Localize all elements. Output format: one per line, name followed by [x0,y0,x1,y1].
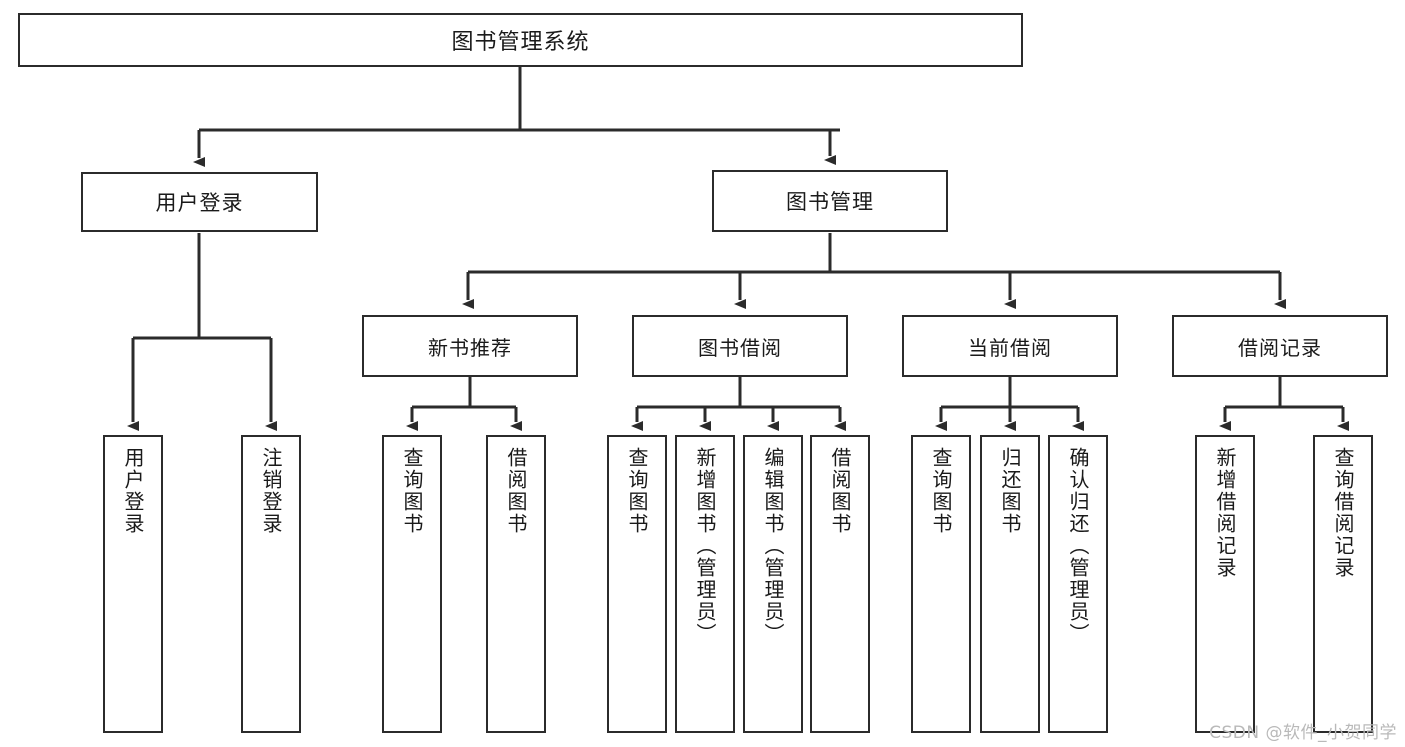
leaf-user-login-label: 用户登录 [121,447,145,535]
leaf-edit-book-admin[interactable]: 编辑图书（管理员） [743,435,803,733]
node-user-login[interactable]: 用户登录 [81,172,318,232]
leaf-logout-login[interactable]: 注销登录 [241,435,301,733]
leaf-query-book-recommend[interactable]: 查询图书 [382,435,442,733]
leaf-borrow-book-recommend-label: 借阅图书 [504,447,528,535]
leaf-logout-login-label: 注销登录 [259,447,283,535]
leaf-query-borrow-record[interactable]: 查询借阅记录 [1313,435,1373,733]
watermark-text: CSDN @软件_小贺同学 [1209,723,1397,743]
leaf-confirm-return-admin[interactable]: 确认归还（管理员） [1048,435,1108,733]
node-borrow-record[interactable]: 借阅记录 [1172,315,1388,377]
node-borrow-record-label: 借阅记录 [1238,335,1322,360]
leaf-return-book-label: 归还图书 [998,447,1022,535]
node-current-borrow-label: 当前借阅 [968,335,1052,360]
node-root-label: 图书管理系统 [451,30,590,55]
node-user-login-label: 用户登录 [155,191,244,215]
leaf-user-login[interactable]: 用户登录 [103,435,163,733]
node-root[interactable]: 图书管理系统 [18,13,1023,67]
node-new-book-recommend-label: 新书推荐 [428,335,512,360]
leaf-add-book-admin-label: 新增图书（管理员） [693,447,717,645]
leaf-borrow-book-label: 借阅图书 [828,447,852,535]
leaf-add-borrow-record[interactable]: 新增借阅记录 [1195,435,1255,733]
leaf-query-book-current[interactable]: 查询图书 [911,435,971,733]
leaf-return-book[interactable]: 归还图书 [980,435,1040,733]
leaf-query-book-borrow-label: 查询图书 [625,447,649,535]
leaf-borrow-book-recommend[interactable]: 借阅图书 [486,435,546,733]
leaf-query-book-borrow[interactable]: 查询图书 [607,435,667,733]
leaf-query-borrow-record-label: 查询借阅记录 [1331,447,1355,579]
leaf-edit-book-admin-label: 编辑图书（管理员） [761,447,785,645]
leaf-query-book-current-label: 查询图书 [929,447,953,535]
leaf-borrow-book[interactable]: 借阅图书 [810,435,870,733]
leaf-confirm-return-admin-label: 确认归还（管理员） [1066,447,1090,645]
node-book-management[interactable]: 图书管理 [712,170,948,232]
node-book-borrow[interactable]: 图书借阅 [632,315,848,377]
node-book-borrow-label: 图书借阅 [698,335,782,360]
node-current-borrow[interactable]: 当前借阅 [902,315,1118,377]
leaf-add-borrow-record-label: 新增借阅记录 [1213,447,1237,579]
leaf-add-book-admin[interactable]: 新增图书（管理员） [675,435,735,733]
node-new-book-recommend[interactable]: 新书推荐 [362,315,578,377]
leaf-query-book-recommend-label: 查询图书 [400,447,424,535]
node-book-management-label: 图书管理 [786,190,874,214]
